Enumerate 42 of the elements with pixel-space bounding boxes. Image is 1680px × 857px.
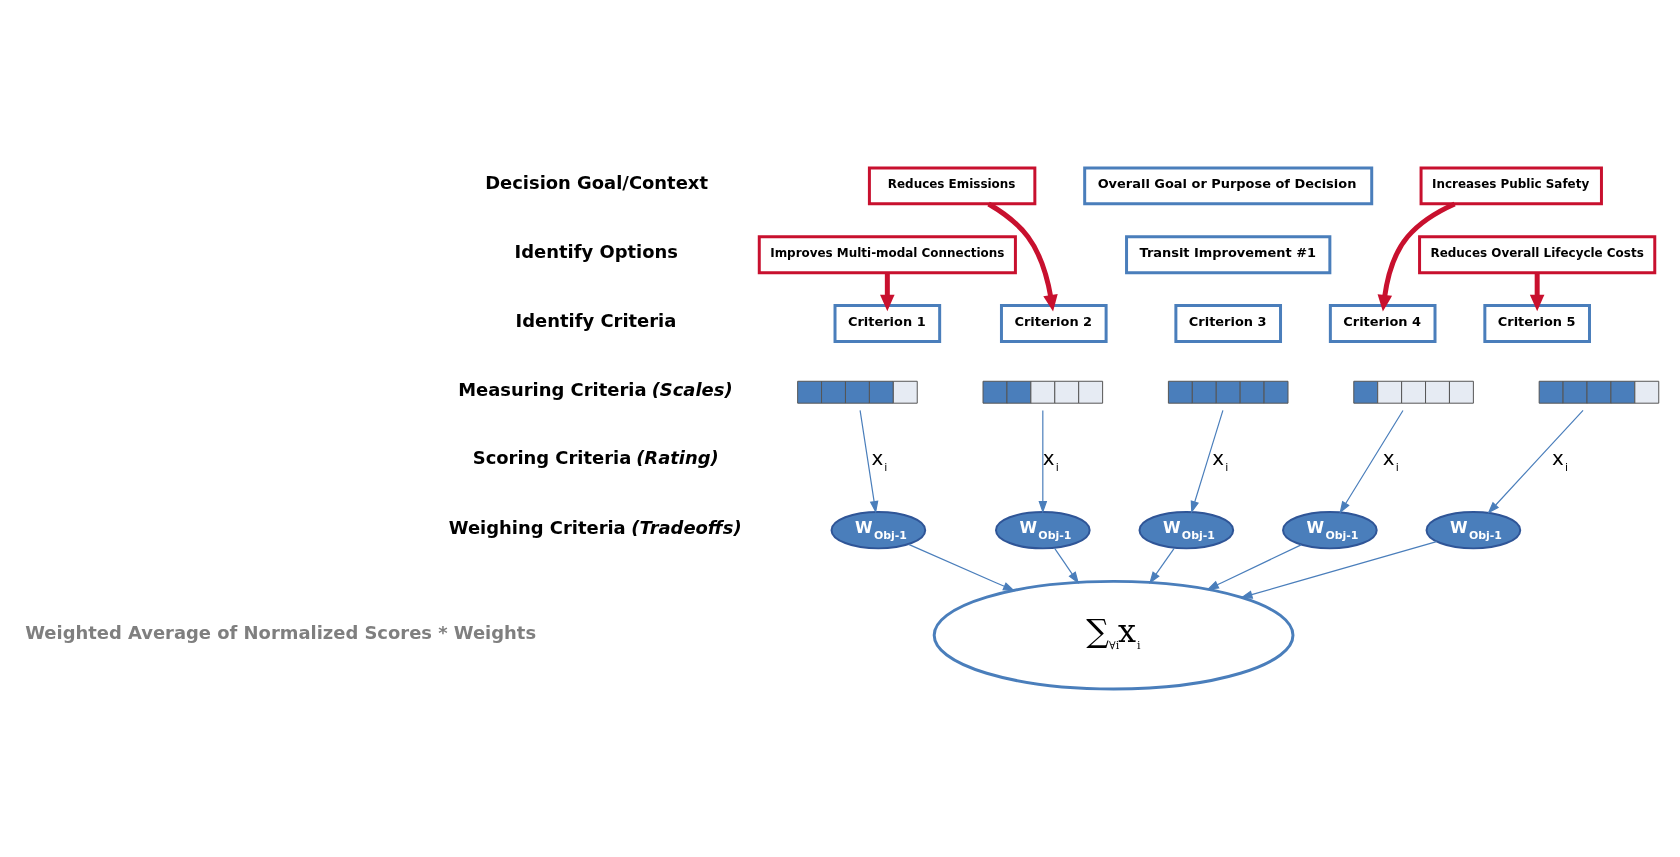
label: Weighing Criteria (Tradeoffs)	[448, 516, 742, 538]
label: Identify Options	[514, 241, 678, 263]
node-ellipse: W$_{Obj-1}$	[830, 510, 927, 550]
edge-label: x$_{i}$	[1042, 446, 1059, 475]
node-box: Transit Improvement #1	[1125, 235, 1332, 275]
label: Weighted Average of Normalized Scores * Weights	[25, 621, 537, 643]
arrow	[859, 409, 879, 514]
node-box: Criterion 2	[999, 304, 1108, 343]
node-box: Improves Multi-modal Connections	[757, 235, 1017, 275]
node-box: Reduces Emissions	[867, 166, 1037, 206]
arrow	[1149, 547, 1175, 584]
node-ellipse: W$_{Obj-1}$	[1425, 510, 1522, 550]
label: Measuring Criteria (Scales)	[458, 378, 733, 400]
arrow	[1206, 544, 1302, 590]
arrow	[1190, 409, 1224, 514]
edge-label: x$_{i}$	[1382, 446, 1399, 475]
node-box: Overall Goal or Purpose of Decision	[1083, 166, 1374, 206]
label: Decision Goal/Context	[485, 172, 708, 194]
arrow	[880, 272, 895, 312]
arrow	[1240, 541, 1438, 599]
node-box: Criterion 3	[1174, 304, 1283, 343]
arrow	[1487, 409, 1584, 514]
arrow	[1529, 272, 1545, 312]
node-box: Criterion 5	[1483, 304, 1591, 343]
node-ellipse: W$_{Obj-1}$	[1282, 510, 1378, 550]
arrow	[1038, 409, 1048, 514]
arrow	[1053, 547, 1080, 584]
node-box: Criterion 1	[833, 304, 942, 343]
arrow	[908, 543, 1016, 592]
arrow	[987, 201, 1058, 312]
node-ellipse: W$_{Obj-1}$	[995, 510, 1091, 550]
node-box: Increases Public Safety	[1419, 166, 1603, 206]
edge-label: x$_{i}$	[1552, 446, 1569, 475]
arrow	[1377, 201, 1456, 312]
arrow	[1339, 409, 1404, 514]
node-box: Criterion 4	[1328, 304, 1437, 343]
label: Identify Criteria	[515, 309, 677, 331]
label: Scoring Criteria (Rating)	[472, 447, 719, 469]
edge-label: x$_{i}$	[1212, 446, 1229, 475]
edge-label: x$_{i}$	[871, 446, 888, 475]
node-box: Reduces Overall Lifecycle Costs	[1418, 235, 1657, 275]
node-ellipse: W$_{Obj-1}$	[1138, 510, 1235, 550]
